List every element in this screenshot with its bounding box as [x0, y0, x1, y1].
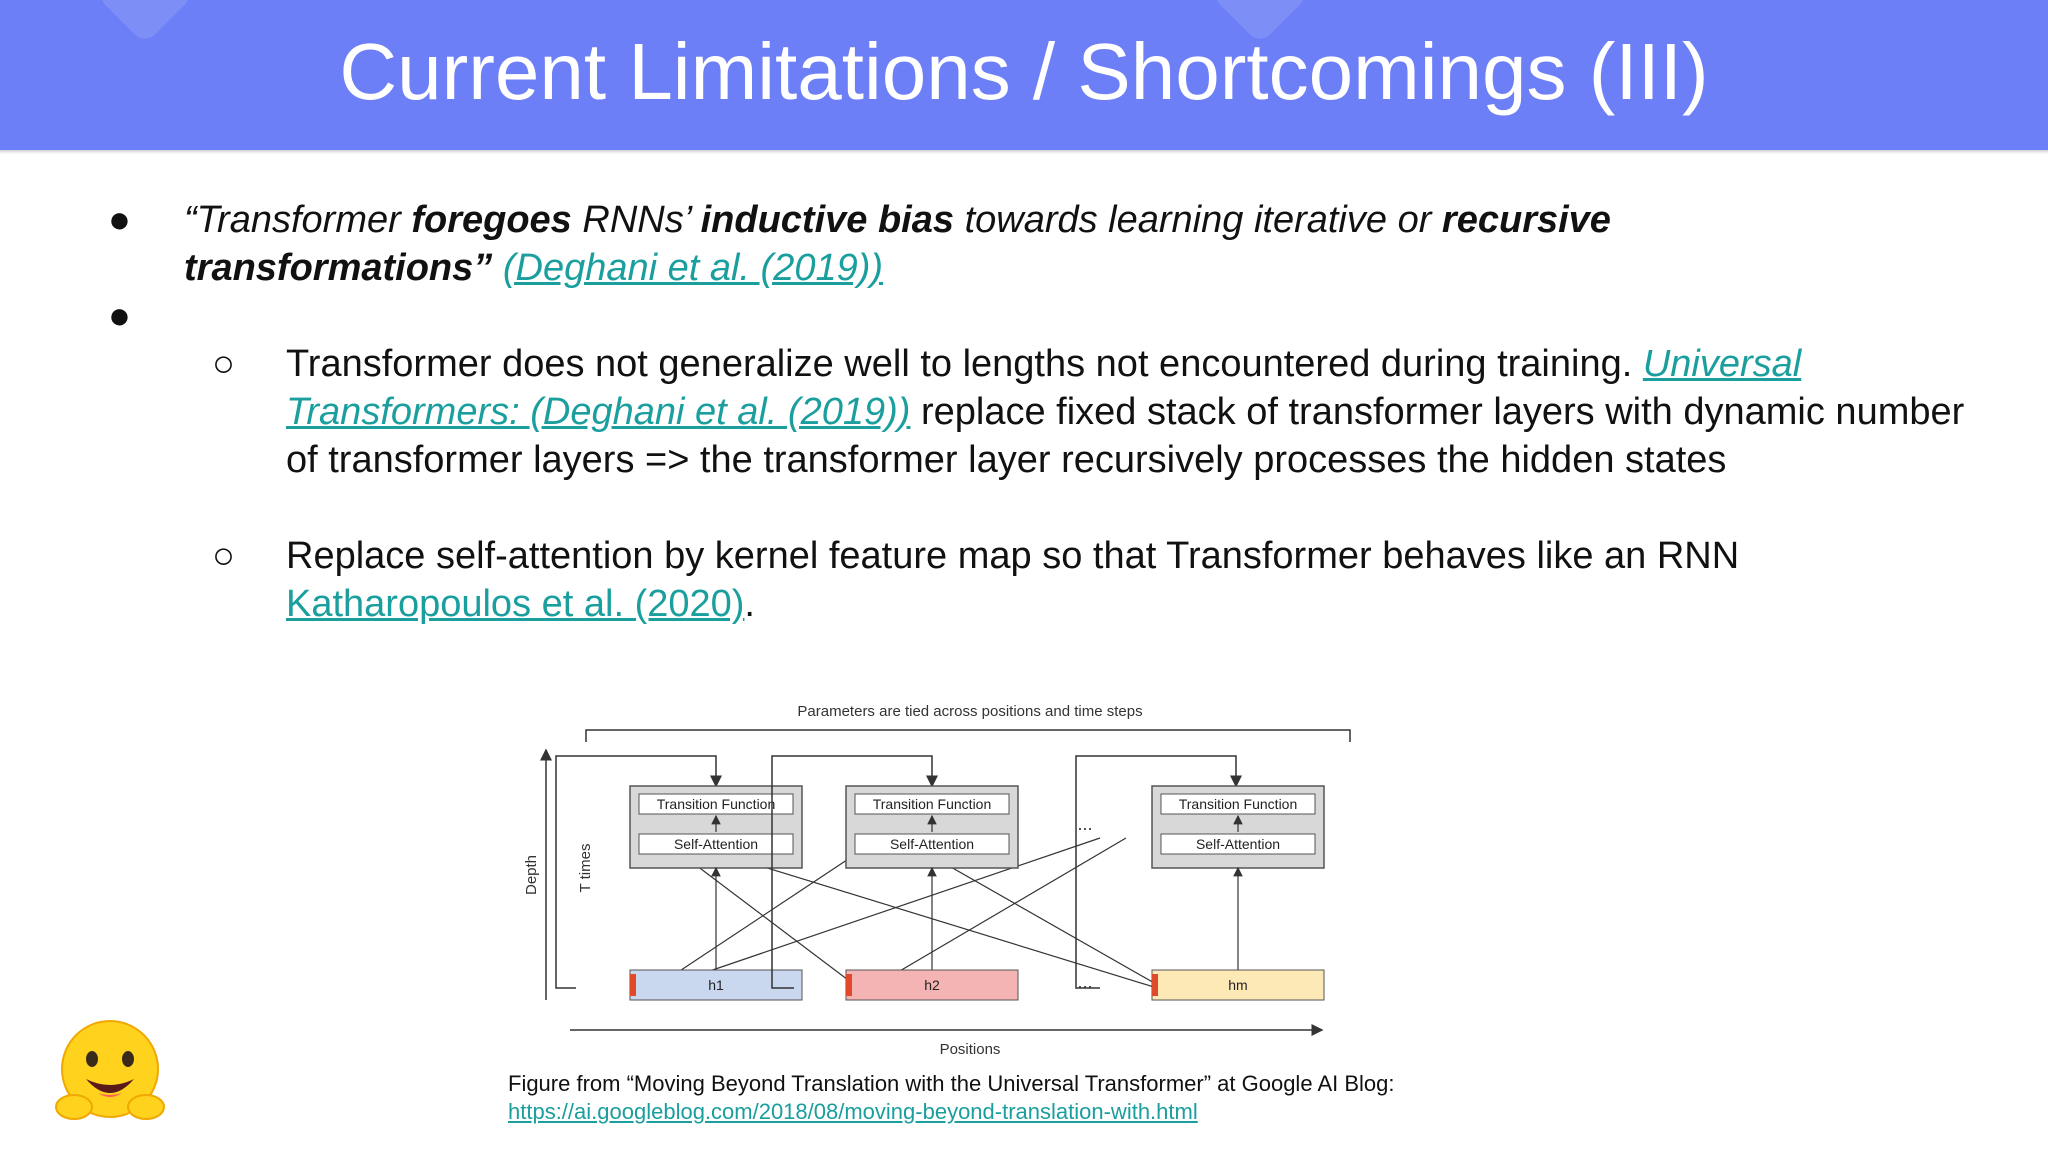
depth-label: Depth [523, 855, 540, 895]
slide-title: Current Limitations / Shortcomings (III) [339, 27, 1709, 116]
transition-function-label: Transition Function [1179, 796, 1298, 812]
hidden-state-label: hm [1228, 977, 1247, 993]
sub-bullet-marker: ○ [212, 343, 235, 385]
self-attention-label: Self-Attention [890, 836, 974, 852]
sub-bullet-universal: Transformer does not generalize well to … [286, 343, 1965, 481]
column-2: Transition Function Self-Attention h2 [771, 755, 1019, 1001]
bullet-quote: “Transformer foregoes RNNs’ inductive bi… [184, 199, 1611, 289]
transition-function-label: Transition Function [657, 796, 776, 812]
katharopoulos-link[interactable]: Katharopoulos et al. (2020) [286, 583, 745, 625]
universal-transformer-diagram: Parameters are tied across positions and… [523, 703, 1351, 1058]
tied-bracket [585, 729, 1351, 742]
ellipsis-bottom: ... [1077, 972, 1092, 992]
sub-bullet-marker: ○ [212, 535, 235, 577]
positions-label: Positions [940, 1041, 1001, 1058]
slide-header: Current Limitations / Shortcomings (III) [0, 0, 2048, 150]
column-1: Transition Function Self-Attention h1 [555, 755, 803, 1001]
caption-text: Figure from “Moving Beyond Translation w… [508, 1071, 1395, 1096]
hidden-state-label: h2 [924, 977, 940, 993]
bullet-marker: ● [108, 199, 131, 241]
universal-transformers-link[interactable]: Universal Transformers: (Deghani et al. … [286, 343, 1802, 433]
t-times-label: T times [577, 844, 594, 893]
column-m: Transition Function Self-Attention hm [1075, 755, 1325, 1001]
deghani-link[interactable]: (Deghani et al. (2019)) [502, 247, 884, 289]
bullet-marker: ● [108, 295, 131, 337]
figure-top-label: Parameters are tied across positions and… [797, 703, 1142, 720]
self-attention-label: Self-Attention [674, 836, 758, 852]
transition-function-label: Transition Function [873, 796, 992, 812]
hugging-face-emoji-icon [55, 1020, 165, 1120]
sub-bullet-kernel: Replace self-attention by kernel feature… [286, 535, 1740, 625]
figure-caption: Figure from “Moving Beyond Translation w… [508, 1070, 1395, 1126]
ellipsis-top: ... [1077, 814, 1092, 834]
caption-link[interactable]: https://ai.googleblog.com/2018/08/moving… [508, 1099, 1198, 1124]
hidden-state-label: h1 [708, 977, 724, 993]
header-shadow [0, 150, 2048, 154]
self-attention-label: Self-Attention [1196, 836, 1280, 852]
